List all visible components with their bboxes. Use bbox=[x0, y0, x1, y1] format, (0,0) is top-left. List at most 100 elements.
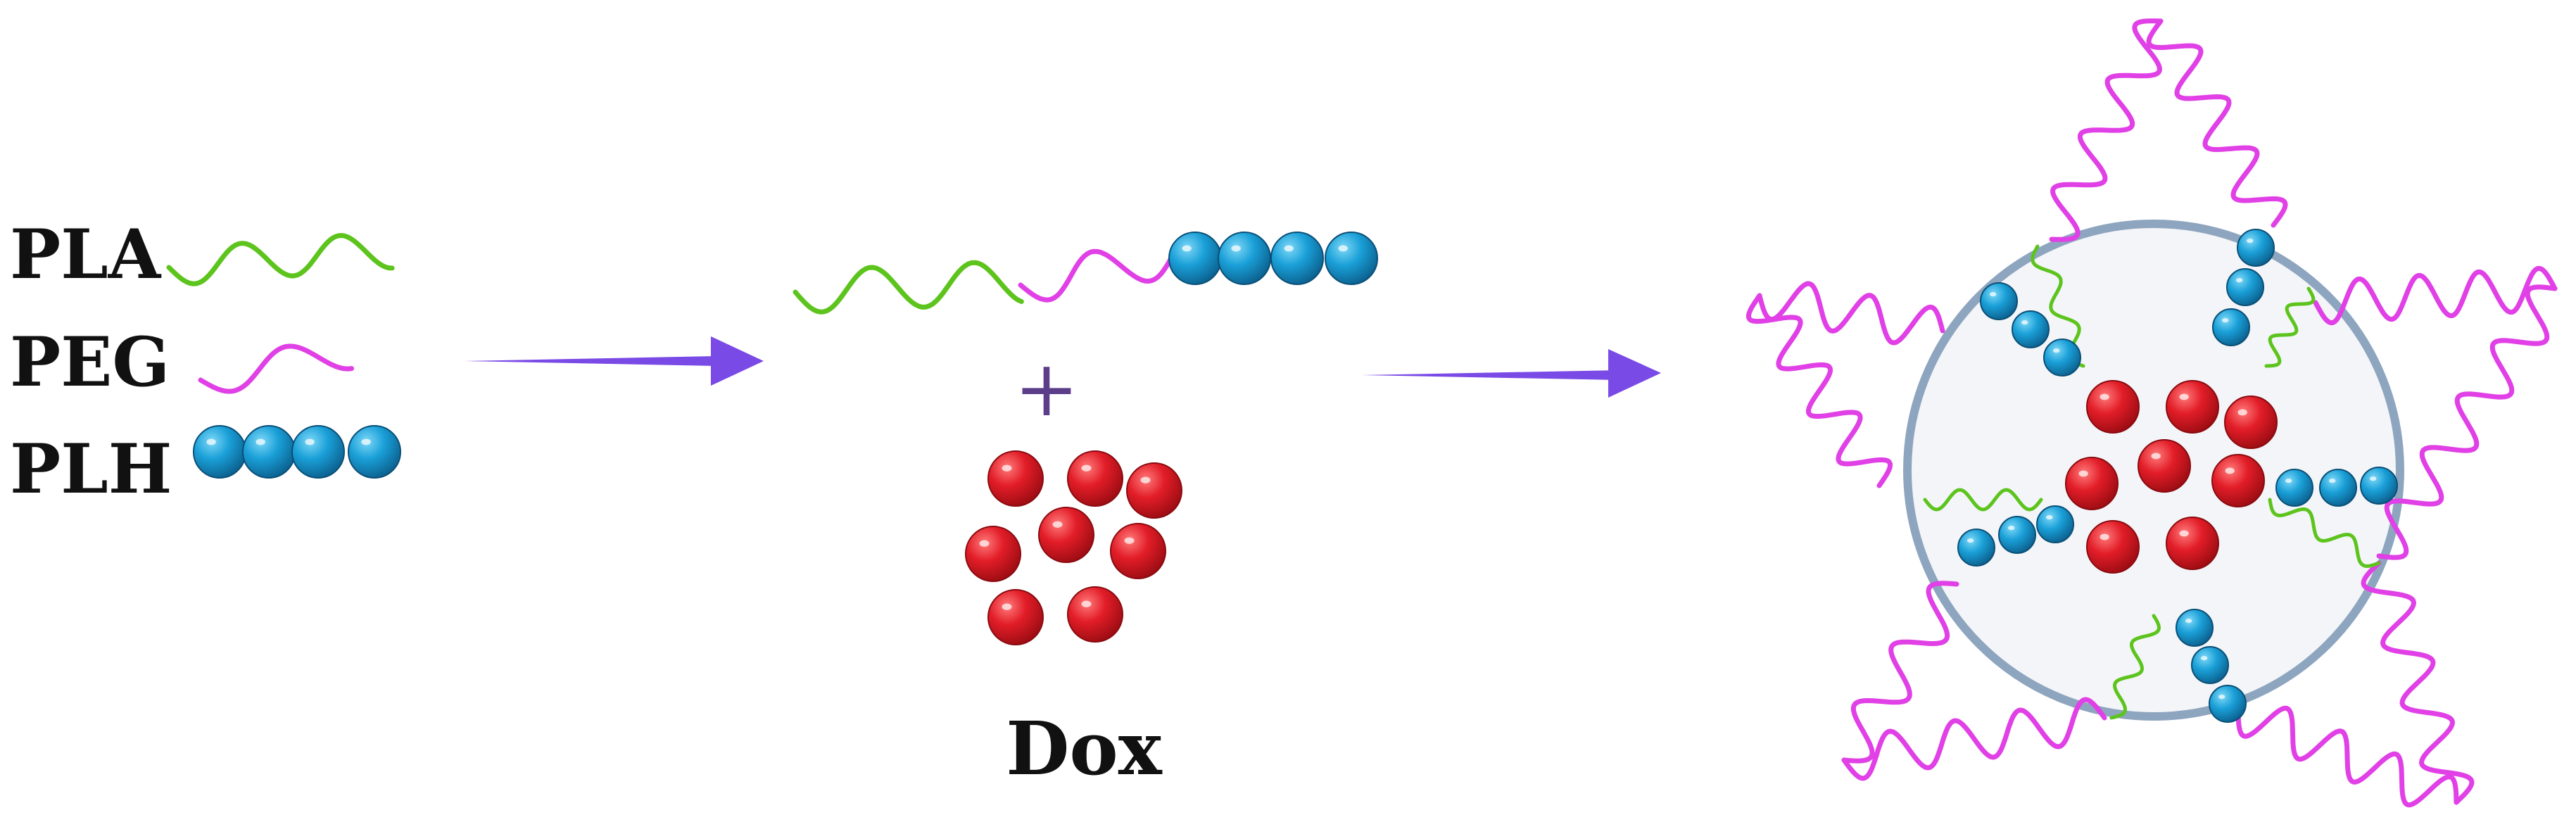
micelle-dox-molecule-highlight bbox=[2078, 470, 2088, 477]
plh-bead-body bbox=[348, 425, 401, 479]
dox-cluster bbox=[965, 450, 1182, 645]
micelle-plh-bead bbox=[2319, 469, 2357, 507]
micelle-dox-molecule bbox=[2086, 380, 2140, 434]
micelle-plh-bead-highlight bbox=[2053, 348, 2060, 353]
micelle-peg-loop bbox=[1841, 697, 2107, 781]
dox-molecule-body bbox=[1038, 507, 1094, 563]
dox-molecule-body bbox=[987, 450, 1044, 507]
dox-molecule-highlight bbox=[1002, 464, 1012, 472]
legend-item-plh: PLH bbox=[10, 425, 401, 509]
micelle-plh-bead bbox=[1980, 282, 2018, 320]
copolymer-plh-bead bbox=[1218, 232, 1271, 285]
plus-sign: + bbox=[1014, 343, 1079, 434]
micelle-dox-molecule-body bbox=[2086, 520, 2140, 574]
micelle-dox-molecule-highlight bbox=[2237, 409, 2247, 416]
copolymer-chain bbox=[793, 232, 1378, 315]
micelle-plh-bead bbox=[1957, 529, 1995, 567]
dox-molecule bbox=[1067, 450, 1123, 507]
micelle-dox-molecule bbox=[2166, 517, 2219, 570]
dox-molecule-highlight bbox=[1140, 476, 1151, 483]
micelle-plh-bead-body bbox=[1998, 516, 2036, 554]
copolymer-plh-bead-highlight bbox=[1338, 245, 1348, 252]
copolymer-plh-bead-highlight bbox=[1284, 245, 1294, 252]
micelle-plh-bead bbox=[2043, 339, 2081, 377]
micelle-dox-molecule-body bbox=[2166, 380, 2219, 434]
micelle-plh-bead-highlight bbox=[2222, 318, 2229, 323]
micelle-dox-molecule-body bbox=[2166, 517, 2219, 570]
pla-chain-line bbox=[166, 233, 395, 286]
dox-molecule bbox=[987, 450, 1044, 507]
micelle-plh-bead-body bbox=[2319, 469, 2357, 507]
dox-molecule-highlight bbox=[1081, 464, 1092, 472]
micelle-dox-molecule-body bbox=[2086, 380, 2140, 434]
micelle-dox-molecule-highlight bbox=[2179, 530, 2189, 537]
micelle-peg-loop bbox=[1745, 293, 1893, 488]
dox-molecule bbox=[1038, 507, 1094, 563]
copolymer-plh-bead-body bbox=[1218, 232, 1271, 285]
plh-bead bbox=[242, 425, 296, 479]
copolymer-peg-segment bbox=[1018, 248, 1175, 303]
plh-bead-body bbox=[242, 425, 296, 479]
dox-molecule-highlight bbox=[1052, 521, 1063, 528]
plh-bead-highlight bbox=[206, 438, 216, 445]
micelle-plh-bead-body bbox=[2043, 339, 2081, 377]
plh-bead-body bbox=[291, 425, 345, 479]
micelle-dox-molecule bbox=[2211, 454, 2265, 507]
micelle-plh-bead bbox=[2209, 685, 2247, 723]
plh-bead-body bbox=[193, 425, 246, 479]
micelle-plh-bead-highlight bbox=[2329, 479, 2336, 483]
micelle-plh-bead bbox=[2212, 308, 2250, 346]
blue-bead-chain-icon bbox=[193, 425, 401, 479]
dox-molecule-body bbox=[965, 526, 1021, 582]
micelle-plh-bead-body bbox=[2191, 646, 2229, 684]
micelle-peg-loop bbox=[2049, 18, 2164, 242]
micelle-peg-loop bbox=[2313, 265, 2558, 326]
micelle-plh-bead-body bbox=[2036, 505, 2074, 543]
micelle-plh-bead-highlight bbox=[2008, 526, 2015, 531]
micelle-plh-bead bbox=[1998, 516, 2036, 554]
magenta-wavy-chain-icon bbox=[198, 343, 354, 394]
plh-bead bbox=[348, 425, 401, 479]
micelle-dox-molecule bbox=[2086, 520, 2140, 574]
micelle-pla-chain bbox=[1923, 488, 2043, 512]
dox-molecule-body bbox=[1067, 450, 1123, 507]
micelle-plh-bead-highlight bbox=[2021, 320, 2028, 325]
micelle-plh-bead-body bbox=[2012, 310, 2050, 348]
plh-bead-highlight bbox=[255, 438, 265, 445]
legend-label-pla: PLA bbox=[10, 215, 162, 294]
micelle-dox-molecule-highlight bbox=[2225, 467, 2235, 474]
plh-bead-highlight bbox=[361, 438, 371, 445]
dox-molecule bbox=[1126, 462, 1182, 519]
micelle-plh-bead-highlight bbox=[2247, 239, 2254, 244]
micelle-peg-loop bbox=[2146, 18, 2288, 228]
micelle-peg-loop bbox=[1757, 281, 1945, 346]
micelle-dox-molecule-body bbox=[2224, 396, 2278, 449]
micelle-dox-molecule-body bbox=[2065, 457, 2119, 510]
legend-item-peg: PEG bbox=[10, 322, 354, 402]
micelle-peg-loop bbox=[1841, 581, 1959, 764]
dox-molecule-body bbox=[1126, 462, 1182, 519]
dox-molecule bbox=[965, 526, 1021, 582]
micelle-peg-loop bbox=[2361, 560, 2475, 805]
micelle-plh-bead bbox=[2237, 229, 2275, 267]
dox-molecule bbox=[1067, 586, 1123, 643]
copolymer-plh-bead-highlight bbox=[1231, 245, 1241, 252]
dox-molecule-highlight bbox=[979, 540, 990, 547]
micelle-plh-bead-body bbox=[2275, 469, 2313, 507]
dox-molecule bbox=[987, 589, 1044, 645]
micelle-plh-bead-body bbox=[2360, 467, 2398, 505]
micelle-pla-chain bbox=[2268, 498, 2381, 568]
arrow-right-icon bbox=[465, 336, 764, 386]
dox-molecule bbox=[1110, 523, 1166, 579]
micelle-dox-molecule-highlight bbox=[2100, 533, 2109, 540]
dox-molecule-highlight bbox=[1124, 537, 1135, 544]
dox-molecule-body bbox=[1110, 523, 1166, 579]
micelle-pla-chain bbox=[2109, 614, 2161, 720]
micelle-plh-bead bbox=[2275, 469, 2313, 507]
micelle-dox-molecule-body bbox=[2138, 439, 2191, 493]
legend: PLA PEG PLH bbox=[10, 215, 401, 509]
copolymer-plh-bead-body bbox=[1168, 232, 1222, 285]
micelle-dox-molecule bbox=[2166, 380, 2219, 434]
micelle-dox-molecule-highlight bbox=[2179, 393, 2189, 400]
micelle-plh-bead-highlight bbox=[1990, 292, 1997, 297]
